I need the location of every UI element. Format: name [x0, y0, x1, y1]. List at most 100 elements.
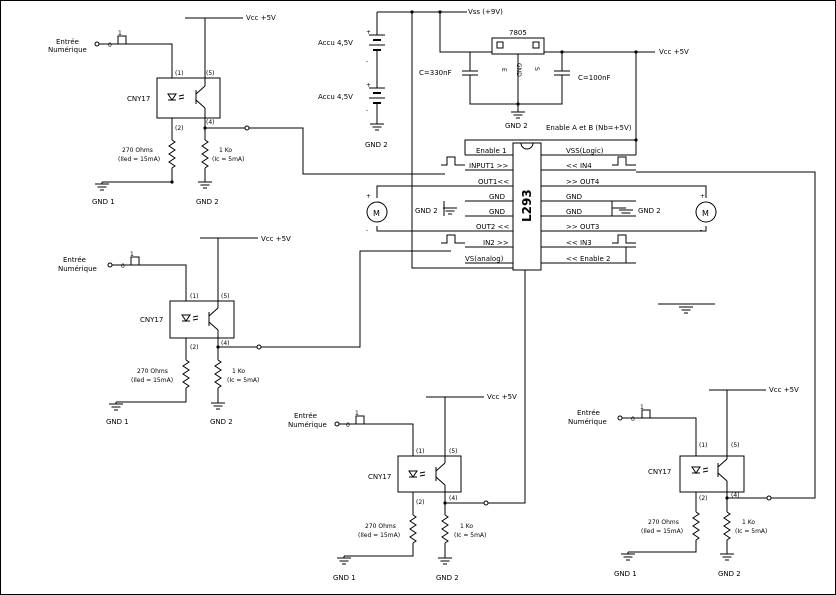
ic-current-label: (Ic = 5mA) [735, 528, 767, 535]
pulse-low-label: 0 [121, 263, 125, 270]
motor-minus-label: - [700, 227, 702, 234]
pin-label-right-14: >> OUT4 [566, 178, 600, 186]
gnd1-label: GND 1 [614, 570, 637, 578]
pin-label-right-15: << IN4 [566, 162, 592, 170]
battery-minus-label: - [366, 107, 368, 114]
cap100-label: C=100nF [578, 74, 611, 82]
pin1-label: (1) [190, 293, 199, 300]
enable-note-label: Enable A et B (Nb=+5V) [546, 124, 632, 132]
motor-right [695, 201, 717, 223]
optocoupler-box [169, 300, 235, 339]
pin2-label: (2) [190, 344, 199, 351]
power-supply: Vss (+9V) + - Accu 4,5V + - Accu 4,5V GN… [318, 8, 689, 149]
resistor-led-label: 270 Ohms [137, 368, 168, 375]
input-label-line2: Numérique [288, 421, 327, 429]
pin5-label: (5) [449, 448, 458, 455]
optocoupler-box [397, 455, 462, 493]
opto-circuit-3: Entrée Numérique 1 0 CNY17 (1) (2) (5) (… [288, 253, 526, 582]
pin5-label: (5) [206, 70, 215, 77]
gnd2-label: GND 2 [505, 122, 528, 130]
battery-plus-label: + [366, 82, 371, 89]
battery-label: Accu 4,5V [318, 39, 353, 47]
led-current-label: (Iled = 15mA) [118, 156, 160, 163]
battery-label: Accu 4,5V [318, 93, 353, 101]
pulse-low-label: 0 [346, 422, 350, 429]
pin-label-left-8: VS(analog) [465, 255, 504, 263]
pin2-label: (2) [175, 125, 184, 132]
vcc-label: Vcc +5V [246, 14, 276, 22]
resistor-ko-label: 1 Ko [742, 519, 755, 526]
opto-circuit-4: Entrée Numérique 1 0 CNY17 (1) (2) (5) (… [568, 171, 816, 578]
pulse-high-label: 1 [130, 251, 134, 258]
gnd1-label: GND 1 [333, 574, 356, 582]
pin-label-left-2: INPUT1 >> [469, 162, 508, 170]
reg-pin-e: E [500, 68, 507, 72]
resistor-ko-label: 1 Ko [219, 147, 232, 154]
cny17-label: CNY17 [140, 316, 163, 324]
pin2-label: (2) [416, 499, 425, 506]
vcc-label: Vcc +5V [487, 393, 517, 401]
pin-label-right-10: << IN3 [566, 239, 592, 247]
gnd2-label: GND 2 [365, 141, 388, 149]
pin-label-left-4: GND [489, 193, 505, 201]
gnd2-label: GND 2 [196, 198, 219, 206]
pin4-label: (4) [449, 495, 458, 502]
vss-label: Vss (+9V) [468, 8, 503, 16]
battery-plus-label: + [366, 29, 371, 36]
pin4-label: (4) [221, 340, 230, 347]
resistor-led-label: 270 Ohms [122, 147, 153, 154]
pin5-label: (5) [731, 442, 740, 449]
pin-label-left-5: GND [489, 208, 505, 216]
pin-label-right-11: >> OUT3 [566, 223, 599, 231]
cny17-label: CNY17 [127, 95, 150, 103]
regulator-label: 7805 [509, 29, 527, 37]
gnd2-label: GND 2 [210, 418, 233, 426]
pulse-high-label: 1 [118, 30, 122, 37]
pulse-high-label: 1 [355, 410, 359, 417]
cny17-label: CNY17 [648, 468, 671, 476]
pin-label-right-16: VSS(Logic) [566, 147, 604, 155]
gnd2-label: GND 2 [638, 207, 661, 215]
input-label-line2: Numérique [58, 265, 97, 273]
pulse-low-label: 0 [631, 416, 635, 423]
gnd2-label: GND 2 [436, 574, 459, 582]
cap330-label: C=330nF [419, 69, 452, 77]
vcc-label: Vcc +5V [769, 386, 799, 394]
motor-right-label: M [702, 209, 709, 218]
ic-current-label: (Ic = 5mA) [227, 377, 259, 384]
chip-label: L293 [520, 189, 534, 222]
pin1-label: (1) [699, 442, 708, 449]
resistor-ko-label: 1 Ko [232, 368, 245, 375]
motor-left-label: M [373, 209, 380, 218]
gnd1-label: GND 1 [106, 418, 129, 426]
l293-driver: L293 Enable 1 INPUT1 >> OUT1<< GND GND O… [366, 12, 717, 314]
optocoupler-box [156, 77, 221, 119]
pin-label-right-13: GND [566, 193, 582, 201]
pin-label-right-12: GND [566, 208, 582, 216]
pulse-low-label: 0 [108, 42, 112, 49]
gnd2-label: GND 2 [415, 207, 438, 215]
pin2-label: (2) [699, 495, 708, 502]
gnd2-label: GND 2 [718, 570, 741, 578]
pin4-label: (4) [731, 492, 740, 499]
pulse-high-label: 1 [640, 404, 644, 411]
input-label-line1: Entrée [63, 256, 86, 264]
input-label-line2: Numérique [48, 46, 87, 54]
input-label-line2: Numérique [568, 418, 607, 426]
gnd1-label: GND 1 [92, 198, 115, 206]
pin5-label: (5) [221, 293, 230, 300]
regulator-7805 [491, 37, 545, 55]
input-label-line1: Entrée [56, 38, 79, 46]
resistor-ko-label: 1 Ko [460, 523, 473, 530]
ic-current-label: (Ic = 5mA) [212, 156, 244, 163]
pin-label-left-7: IN2 >> [483, 239, 509, 247]
input-label-line1: Entrée [294, 412, 317, 420]
motor-minus-label: - [366, 227, 368, 234]
pin1-label: (1) [175, 70, 184, 77]
motor-plus-label: + [366, 193, 371, 200]
pin-label-left-3: OUT1<< [478, 178, 509, 186]
led-current-label: (Iled = 15mA) [131, 377, 173, 384]
resistor-led-label: 270 Ohms [648, 519, 679, 526]
opto-circuit-2: Entrée Numérique 1 0 CNY17 (1) (2) (5) (… [58, 235, 451, 426]
pin1-label: (1) [416, 448, 425, 455]
